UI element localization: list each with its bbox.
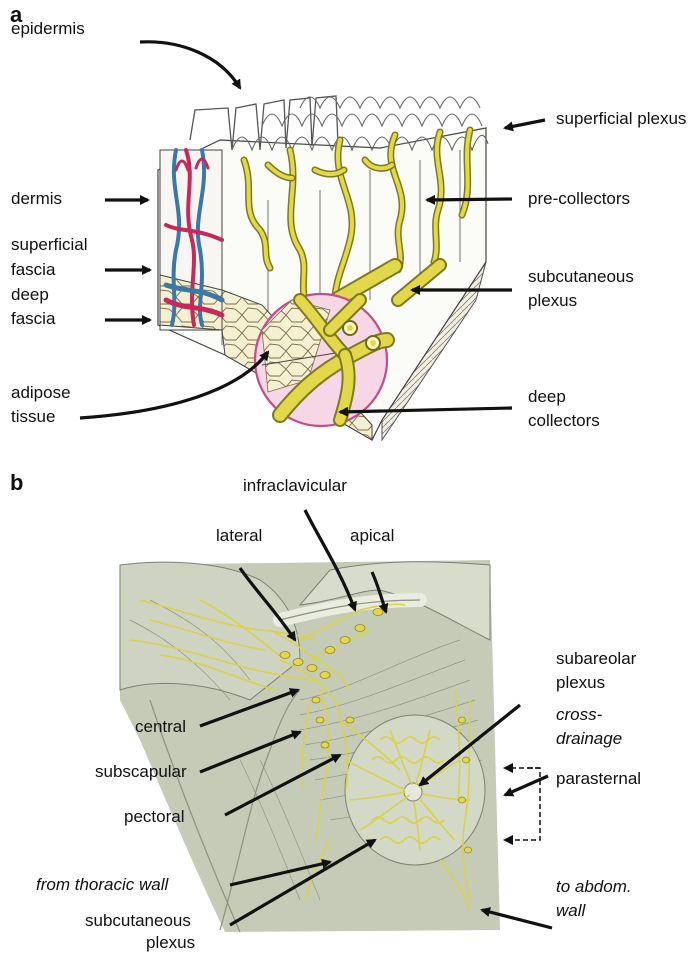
label-subareolar-1: subareolar — [556, 648, 636, 670]
label-deep-collectors-1: deep — [528, 386, 566, 408]
label-subcutaneous-plexus-1: subcutaneous — [528, 266, 634, 288]
label-to-abdom-1: to abdom. — [556, 876, 632, 898]
label-lateral: lateral — [216, 525, 262, 547]
label-subcutaneous-plexus-2: plexus — [528, 290, 577, 312]
label-central: central — [135, 716, 186, 738]
label-subscapular: subscapular — [95, 761, 187, 783]
label-adipose-1: adipose — [11, 382, 71, 404]
label-subcutaneous-plexus-b-1: subcutaneous — [85, 910, 191, 932]
label-infraclavicular: infraclavicular — [243, 475, 347, 497]
label-cross-drainage-1: cross- — [556, 704, 602, 726]
label-dermis: dermis — [11, 188, 62, 210]
panel-label-b: b — [10, 470, 23, 496]
label-superficial-plexus: superficial plexus — [556, 108, 686, 130]
label-deep-fascia-2: fascia — [11, 308, 55, 330]
label-parasternal: parasternal — [556, 768, 641, 790]
label-to-abdom-2: wall — [556, 900, 585, 922]
label-cross-drainage-2: drainage — [556, 728, 622, 750]
label-superficial-fascia-1: superficial — [11, 234, 88, 256]
label-from-thoracic-wall: from thoracic wall — [36, 874, 168, 896]
label-epidermis: epidermis — [11, 18, 85, 40]
label-subareolar-2: plexus — [556, 672, 605, 694]
zoom-circle — [255, 294, 387, 426]
anatomy-illustration — [120, 560, 500, 932]
label-deep-fascia-1: deep — [11, 284, 49, 306]
skin-block — [158, 96, 488, 440]
label-deep-collectors-2: collectors — [528, 410, 600, 432]
label-apical: apical — [350, 525, 394, 547]
label-subcutaneous-plexus-b-2: plexus — [146, 932, 195, 954]
label-pectoral: pectoral — [124, 806, 184, 828]
label-pre-collectors: pre-collectors — [528, 188, 630, 210]
label-adipose-2: tissue — [11, 406, 55, 428]
label-superficial-fascia-2: fascia — [11, 259, 55, 281]
